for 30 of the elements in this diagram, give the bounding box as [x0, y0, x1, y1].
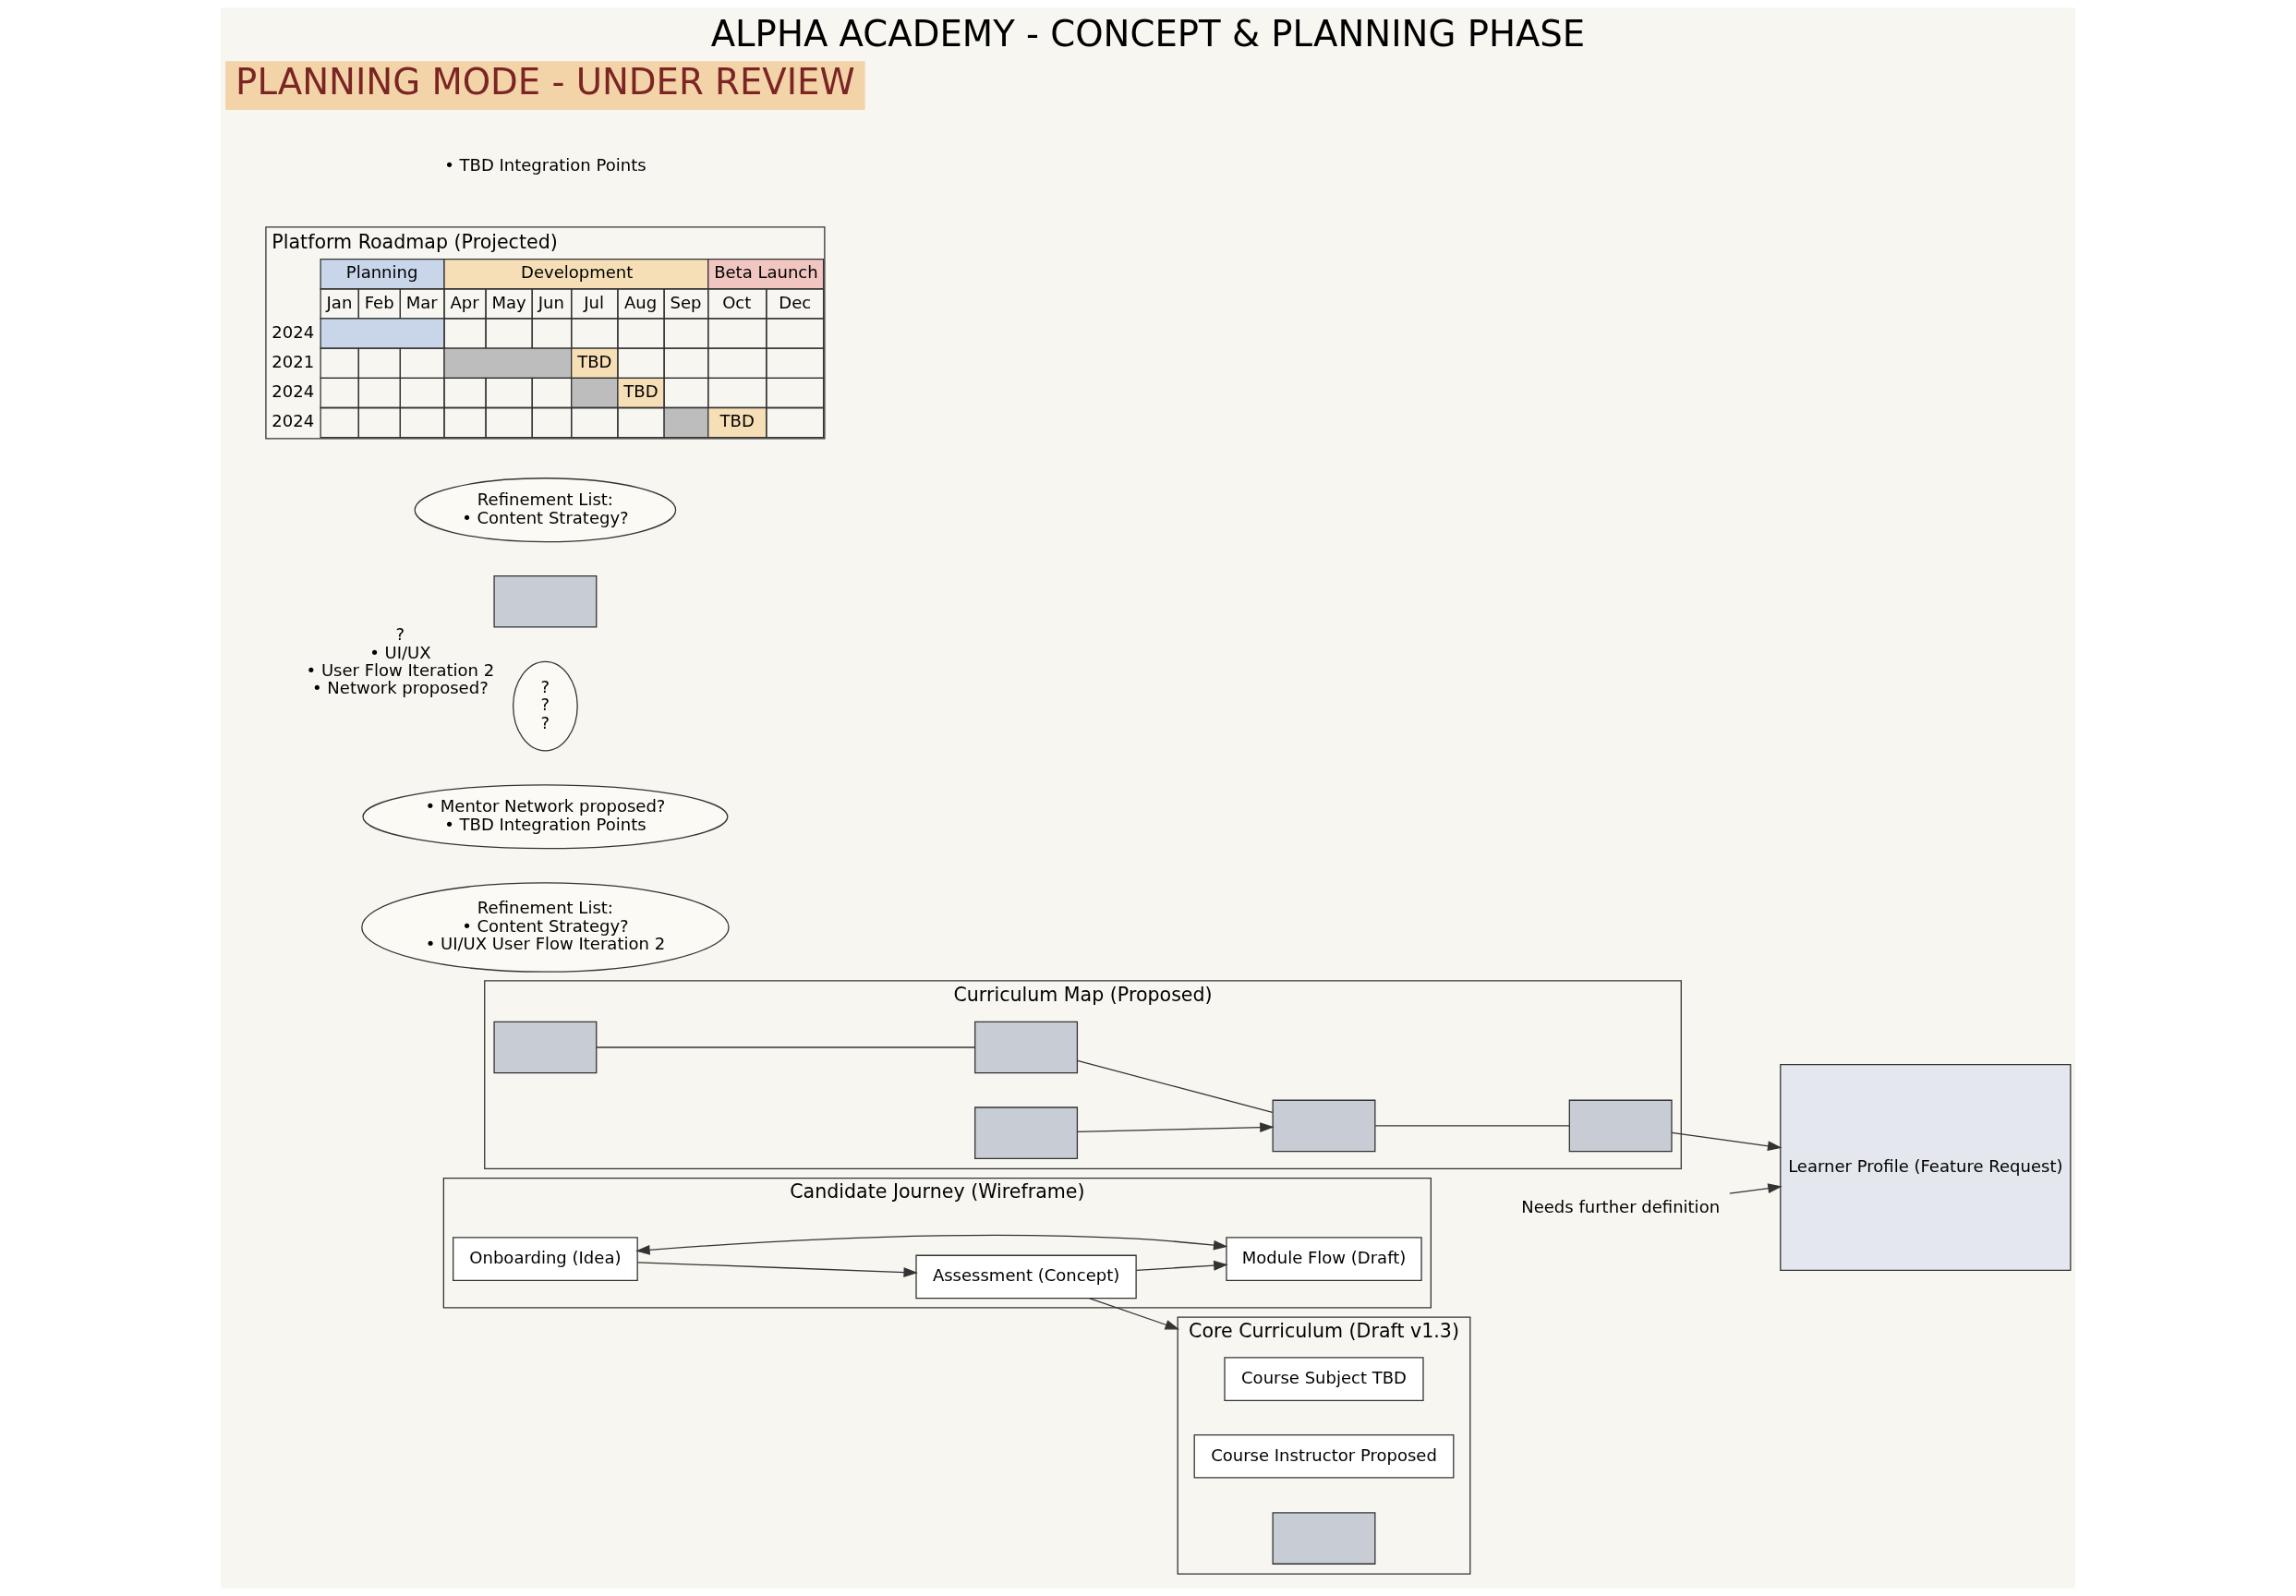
label: Jun	[538, 292, 564, 312]
node-label: • UI/UX	[369, 642, 431, 662]
label: Planning	[345, 262, 418, 283]
node-label: • Network proposed?	[312, 678, 489, 698]
label: TBD	[719, 411, 755, 431]
label: Sep	[670, 292, 702, 312]
label: Jul	[584, 292, 604, 312]
label: • TBD Integration Points	[444, 154, 647, 175]
node-text: Needs further definition	[1521, 1196, 1721, 1216]
label: Mar	[405, 292, 438, 312]
node-label: ?	[395, 624, 405, 645]
label: 2024	[272, 321, 315, 342]
label: 2021	[272, 351, 315, 371]
label: Beta Launch	[714, 262, 818, 283]
label: Oct	[722, 292, 752, 312]
label: Feb	[364, 292, 394, 312]
label: TBD	[577, 351, 612, 371]
label: May	[491, 292, 526, 312]
label: Dec	[779, 292, 812, 312]
label: Jan	[326, 292, 353, 312]
diagram-title: ALPHA ACADEMY - CONCEPT & PLANNING PHASE	[710, 12, 1586, 54]
label: 2024	[272, 411, 315, 431]
node-label: • User Flow Iteration 2	[306, 660, 495, 680]
label: Aug	[624, 292, 658, 312]
label: Platform Roadmap (Projected)	[272, 230, 558, 253]
label: TBD	[623, 381, 659, 402]
label: 2024	[272, 381, 315, 402]
label: Development	[521, 262, 634, 283]
label: Apr	[450, 292, 479, 312]
label: PLANNING MODE - UNDER REVIEW	[236, 61, 855, 103]
